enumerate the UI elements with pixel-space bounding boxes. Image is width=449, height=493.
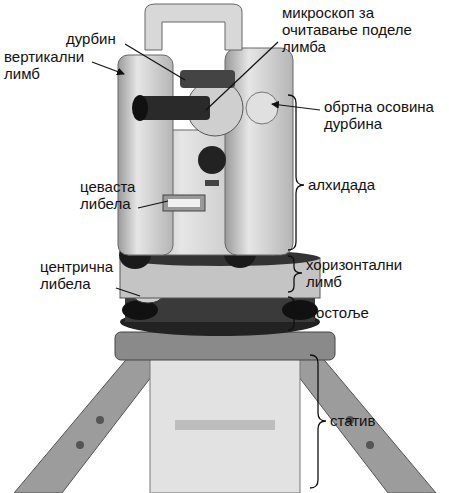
brackets-part — [288, 95, 304, 250]
alidade-part — [168, 199, 200, 207]
telescope-part — [246, 92, 278, 124]
tripod-part — [282, 355, 436, 493]
telescope-part — [180, 70, 235, 88]
tripod-part — [14, 355, 168, 493]
part-label: центрична либела — [40, 258, 120, 292]
part-label: дурбин — [66, 30, 126, 47]
telescope-part — [140, 96, 210, 120]
alidade-part — [205, 180, 219, 186]
brackets-part — [310, 355, 326, 488]
leader-lines-part — [92, 62, 124, 74]
telescope — [132, 70, 278, 136]
alidade-part — [163, 195, 205, 211]
leader-lines-part — [138, 201, 168, 208]
part-label: хоризонтални лимб — [306, 256, 418, 290]
tripod-part — [150, 358, 300, 493]
alidade-part — [198, 146, 226, 174]
telescope-part — [132, 95, 148, 121]
brackets — [288, 95, 326, 488]
leader-lines-part — [125, 44, 185, 80]
part-label: статив — [330, 412, 430, 429]
part-label: постоље — [308, 304, 408, 321]
alidade — [118, 4, 293, 255]
alidade-part — [225, 48, 293, 255]
tripod — [14, 332, 436, 493]
part-label: микроскоп за очитавање поделе лимба — [282, 4, 432, 55]
brackets-part — [288, 297, 302, 330]
tripod-part — [175, 420, 275, 430]
tripod-part — [366, 441, 374, 449]
tripod-part — [76, 441, 84, 449]
leader-lines — [92, 42, 320, 296]
alidade-part — [145, 4, 242, 50]
leader-lines-part — [116, 288, 140, 296]
part-label: цеваста либела — [80, 178, 146, 212]
part-label: обртна осовина дурбина — [324, 98, 444, 132]
brackets-part — [288, 256, 302, 292]
part-label: вертикални лимб — [4, 48, 92, 82]
alidade-part — [118, 55, 173, 255]
tripod-part — [115, 332, 335, 360]
part-label: алхидада — [308, 176, 408, 193]
tripod-part — [96, 416, 104, 424]
leader-lines-part — [206, 42, 278, 110]
